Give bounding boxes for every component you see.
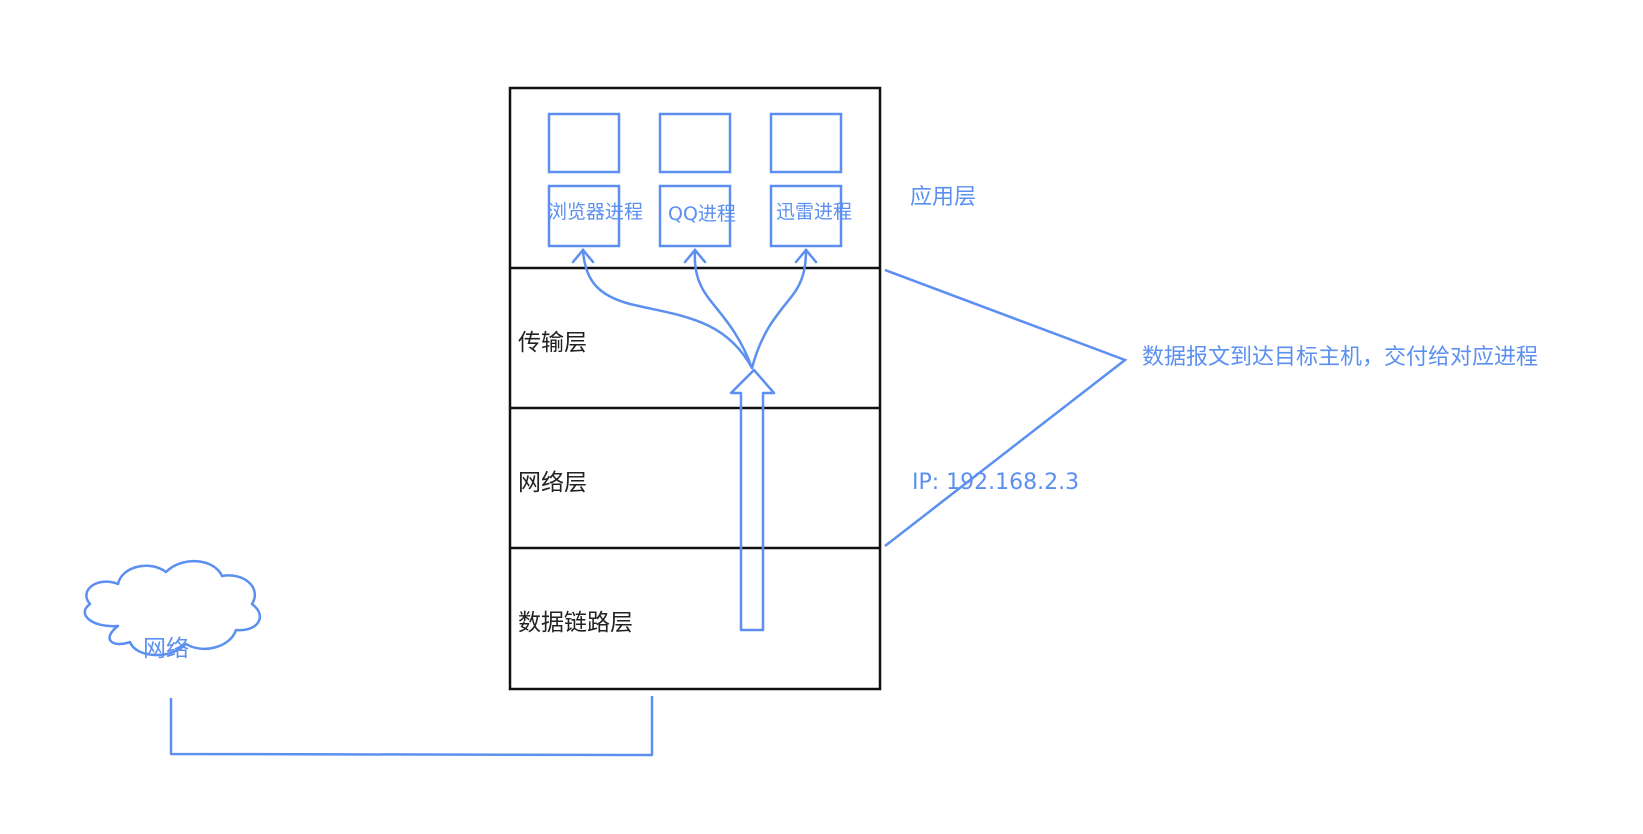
host-stack: 浏览器进程 QQ进程 迅雷进程 应用层 传输层 网络层 数据链路层 <box>508 86 976 691</box>
layer-label-datalink: 数据链路层 <box>518 610 633 636</box>
demux-arrows <box>571 248 818 370</box>
process-qq-label: QQ进程 <box>668 203 736 225</box>
network-cloud: 网络 <box>83 559 262 662</box>
layer-label-transport: 传输层 <box>518 330 587 356</box>
process-qq-box-bottom <box>658 184 732 248</box>
network-link-line <box>169 696 654 757</box>
process-qq: QQ进程 <box>658 112 736 248</box>
process-browser-label: 浏览器进程 <box>548 201 643 223</box>
process-browser-box-bottom <box>547 184 621 248</box>
demux-arrow-browser-head <box>571 248 595 264</box>
process-xunlei-box-bottom <box>769 184 843 248</box>
layer-label-network: 网络层 <box>518 470 587 496</box>
process-xunlei-label: 迅雷进程 <box>776 201 852 223</box>
demux-arrow-xunlei-head <box>794 248 818 264</box>
process-qq-box-top <box>658 112 732 174</box>
upward-data-arrow <box>729 368 776 632</box>
process-xunlei-box-top <box>769 112 843 174</box>
process-browser: 浏览器进程 <box>547 112 643 248</box>
host-ip-label: IP: 192.168.2.3 <box>912 470 1079 495</box>
network-cloud-label: 网络 <box>143 636 189 662</box>
demux-arrow-xunlei <box>750 248 808 370</box>
layer-label-application: 应用层 <box>910 185 976 210</box>
demux-arrow-qq-head <box>683 248 707 264</box>
delivery-annotation: 数据报文到达目标主机，交付给对应进程 <box>1142 345 1538 370</box>
delivery-callout-lines <box>884 268 1128 547</box>
stack-outline <box>508 86 882 691</box>
process-browser-box-top <box>547 112 621 174</box>
demux-arrow-qq <box>693 248 754 370</box>
demux-arrow-browser <box>581 248 754 370</box>
cloud-icon <box>83 559 262 657</box>
process-xunlei: 迅雷进程 <box>769 112 852 248</box>
